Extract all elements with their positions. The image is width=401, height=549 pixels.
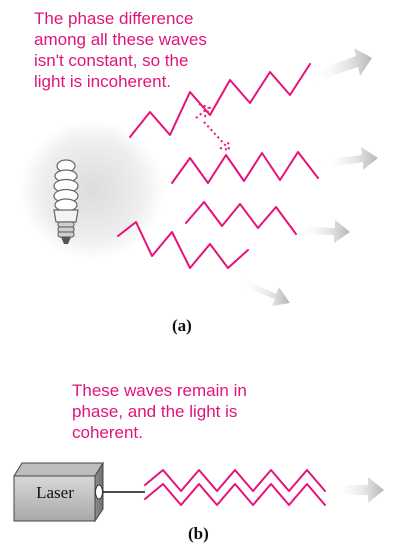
incoherent-annotation: The phase difference among all these wav… <box>34 8 304 92</box>
arrow-right-icon <box>335 477 384 503</box>
wave-coherent-1 <box>145 470 325 491</box>
waves-coherent <box>145 470 325 505</box>
laser-label: Laser <box>19 483 91 503</box>
arrow-right-icon <box>240 278 290 306</box>
bulb-glow <box>20 120 164 260</box>
arrow-right-icon <box>297 220 350 243</box>
wave-2 <box>172 152 318 183</box>
arrow-right-icon <box>312 48 372 82</box>
coherent-annotation: These waves remain in phase, and the lig… <box>72 380 322 443</box>
panel-label-b: (b) <box>188 524 209 544</box>
arrow-right-icon <box>322 147 378 170</box>
wave-coherent-2 <box>145 484 325 505</box>
wave-3 <box>186 202 296 234</box>
panel-label-a: (a) <box>172 316 192 336</box>
